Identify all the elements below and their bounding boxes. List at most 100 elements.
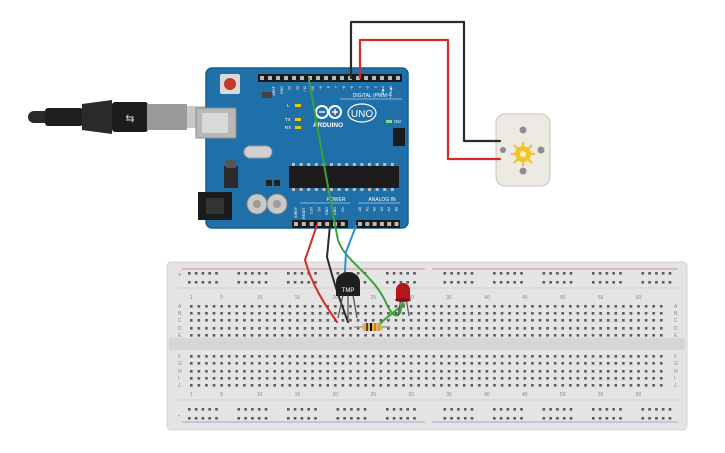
row-letter: A bbox=[674, 304, 678, 310]
column-number: 25 bbox=[370, 295, 376, 301]
digital-pin-label: ~9 bbox=[319, 86, 323, 90]
analog-pin-label: A3 bbox=[380, 207, 384, 211]
rail-plus-label: + bbox=[178, 273, 182, 279]
row-letter: I bbox=[178, 376, 179, 382]
column-number: 30 bbox=[408, 392, 414, 398]
tmp-sensor-label: TMP bbox=[342, 288, 355, 294]
l-led bbox=[295, 104, 301, 107]
column-number: 20 bbox=[333, 392, 339, 398]
row-letter: E bbox=[674, 333, 678, 339]
column-number: 55 bbox=[598, 295, 604, 301]
digital-pin-label: 7 bbox=[334, 86, 338, 88]
analog-pin-label: A1 bbox=[365, 207, 369, 211]
column-number: 35 bbox=[446, 295, 452, 301]
row-letter: B bbox=[674, 311, 678, 317]
dc-motor[interactable] bbox=[495, 113, 551, 187]
column-number: 40 bbox=[484, 295, 490, 301]
tx-led bbox=[295, 118, 301, 121]
column-number: 35 bbox=[446, 392, 452, 398]
column-number: 1 bbox=[190, 295, 193, 301]
digital-pin-label: ~11 bbox=[303, 86, 307, 92]
usb-icon: ⇆ bbox=[125, 113, 134, 125]
column-number: 60 bbox=[636, 295, 642, 301]
power-pin-label: GND bbox=[325, 207, 329, 215]
row-letter: C bbox=[674, 318, 678, 324]
wire-motor-red[interactable] bbox=[358, 38, 502, 161]
column-number: 40 bbox=[484, 392, 490, 398]
digital-pin-label: 4 bbox=[358, 86, 362, 88]
power-header-label: POWER bbox=[327, 197, 346, 203]
row-letter: A bbox=[178, 304, 182, 310]
column-number: 55 bbox=[598, 392, 604, 398]
analog-header bbox=[356, 220, 400, 228]
power-pin-label: 5V bbox=[317, 206, 321, 211]
arduino-model: UNO bbox=[351, 109, 373, 120]
digital-pin-label: AREF bbox=[272, 85, 276, 95]
row-letter: I bbox=[674, 376, 675, 382]
wire-motor-black[interactable] bbox=[349, 20, 502, 143]
arduino-logo bbox=[315, 105, 342, 119]
analog-pin-label: A4 bbox=[387, 207, 391, 211]
wire-5v-red[interactable] bbox=[304, 224, 338, 323]
digital-pin-label: TX▶1 bbox=[381, 86, 385, 95]
row-letter: G bbox=[178, 361, 182, 367]
column-number: 15 bbox=[295, 392, 301, 398]
column-number: 15 bbox=[295, 295, 301, 301]
rx-led bbox=[295, 126, 301, 129]
digital-pin-label: ~6 bbox=[342, 86, 346, 90]
digital-pin-label: 8 bbox=[327, 86, 331, 88]
digital-header bbox=[258, 74, 402, 82]
row-letter: D bbox=[178, 326, 182, 332]
row-letter: E bbox=[178, 333, 182, 339]
row-letter: C bbox=[178, 318, 182, 324]
digital-pin-label: GND bbox=[280, 86, 284, 94]
row-letter: H bbox=[178, 369, 182, 375]
row-letter: G bbox=[674, 361, 678, 367]
l-led-label: L bbox=[287, 103, 290, 108]
digital-pin-label: 2 bbox=[373, 86, 377, 88]
column-number: 20 bbox=[333, 295, 339, 301]
column-number: 30 bbox=[408, 295, 414, 301]
row-letter: B bbox=[178, 311, 182, 317]
wires bbox=[304, 20, 502, 327]
column-number: 45 bbox=[522, 295, 528, 301]
rx-led-label: RX bbox=[285, 125, 291, 130]
column-number: 5 bbox=[220, 295, 223, 301]
breadboard-center-channel bbox=[169, 338, 685, 350]
tx-led-label: TX bbox=[285, 117, 291, 122]
column-number: 25 bbox=[370, 392, 376, 398]
arduino-brand: ARDUINO bbox=[313, 122, 343, 129]
column-number: 5 bbox=[220, 392, 223, 398]
power-pin-label: RESET bbox=[302, 206, 306, 219]
resistor[interactable] bbox=[354, 323, 390, 331]
power-pin-label: 3.3V bbox=[310, 206, 314, 214]
analog-pin-label: A0 bbox=[358, 207, 362, 211]
digital-header-label: DIGITAL (PWM~) bbox=[353, 93, 392, 99]
power-pin-label: Vin bbox=[341, 207, 345, 212]
row-letter: J bbox=[178, 383, 181, 389]
digital-pin-label: ~10 bbox=[311, 86, 315, 92]
row-letter: D bbox=[674, 326, 678, 332]
rail-minus-label: - bbox=[178, 413, 180, 419]
analog-pin-label: A5 bbox=[395, 207, 399, 211]
usb-cable: ⇆ bbox=[28, 100, 213, 134]
digital-pin-label: 13 bbox=[288, 86, 292, 90]
tmp36-sensor[interactable]: TMP bbox=[336, 272, 360, 320]
column-number: 50 bbox=[560, 392, 566, 398]
red-led[interactable] bbox=[395, 283, 411, 317]
digital-pin-label: RX◀0 bbox=[389, 86, 393, 96]
digital-pin-label: ~3 bbox=[366, 86, 370, 90]
power-pin-label: GND bbox=[333, 207, 337, 215]
column-number: 60 bbox=[636, 392, 642, 398]
atmega-chip bbox=[289, 166, 399, 188]
on-label: ON bbox=[394, 119, 401, 124]
digital-pin-label: 12 bbox=[295, 86, 299, 90]
row-letter: F bbox=[178, 354, 181, 360]
column-number: 45 bbox=[522, 392, 528, 398]
power-pin-label: IOREF bbox=[294, 206, 298, 218]
analog-pin-label: A2 bbox=[373, 207, 377, 211]
breadboard-holes bbox=[188, 272, 672, 420]
